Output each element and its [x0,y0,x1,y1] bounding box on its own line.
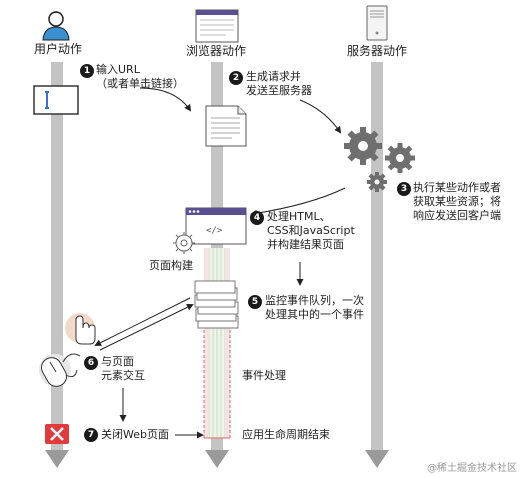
actor-user-label: 用户动作 [34,42,83,56]
step-4-badge: 4 [250,211,264,225]
server-lane [365,62,389,468]
code-symbol: </> [206,226,223,236]
step-2-badge: 2 [229,71,243,85]
text-cursor-icon [33,85,79,115]
step-1-badge: 1 [80,64,94,78]
gear-icon [173,232,195,254]
actor-server-label: 服务器动作 [347,44,408,58]
step-7-badge: 7 [84,428,98,442]
event-queue-stack-icon [194,280,239,329]
lifecycle-band [203,248,231,439]
close-icon [45,424,69,444]
arrow-request-to-server [299,99,342,134]
arrow-events-to-user [94,297,191,346]
user-icon [42,11,70,41]
hand-pointer-icon [65,313,96,345]
arrow-user-to-events [99,304,194,351]
step-1-text: 输入URL （或者单击链接） [96,63,184,90]
step-4-text: 处理HTML、 CSS和JavaScript 并构建结果页面 [267,210,355,251]
actor-browser-label: 浏览器动作 [186,44,247,58]
step-6-badge: 6 [84,356,98,370]
step-6-text: 与页面 元素交互 [101,355,145,382]
mouse-icon [39,353,81,387]
lifecycle-end-label: 应用生命周期结束 [242,428,330,441]
step-3-text: 执行某些动作或者 获取某些资源；将 响应发送回客户端 [413,181,501,222]
arrow-url-to-request [139,87,192,112]
server-tower-icon [366,5,388,41]
watermark: @稀土掘金技术社区 [427,463,517,474]
step-3-badge: 3 [397,182,411,196]
step-5-text: 监控事件队列，一次 处理其中的一个事件 [265,294,364,321]
step-7-text: 关闭Web页面 [101,428,169,441]
step-5-badge: 5 [248,295,262,309]
page-build-label: 页面构建 [149,259,193,272]
event-handling-label: 事件处理 [242,369,286,382]
document-icon [205,105,247,147]
code-window-icon: </> [185,207,247,245]
browser-window-icon [195,9,239,43]
arrow-response-to-browser [250,187,346,217]
step-2-text: 生成请求并 发送至服务器 [246,70,312,97]
gears-icon [344,127,415,192]
user-lane [45,62,69,468]
